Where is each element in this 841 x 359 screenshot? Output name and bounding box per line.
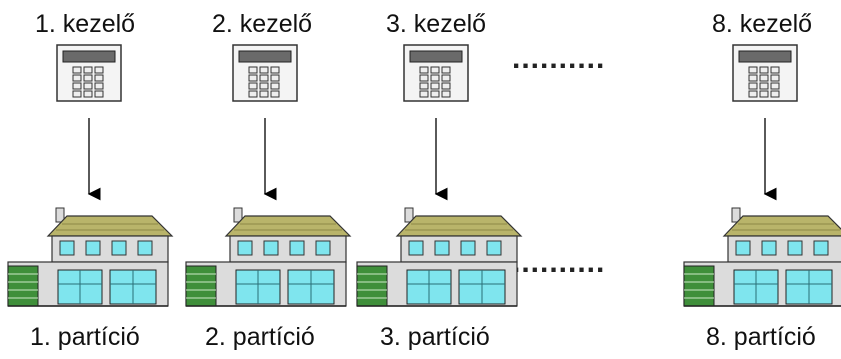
keypad-label-1: 1. kezelő xyxy=(35,10,136,38)
keypad-label-3: 3. kezelő xyxy=(386,10,487,38)
house-icon-1 xyxy=(7,207,173,307)
ellipsis-keypads: .......... xyxy=(512,42,606,75)
keypad-icon-3 xyxy=(403,44,469,102)
ellipsis-partitions: .......... xyxy=(512,246,606,279)
house-icon-2 xyxy=(185,207,351,307)
partition-label-2: 2. partíció xyxy=(205,323,315,351)
partition-label-3: 3. partíció xyxy=(380,323,490,351)
house-icon-8 xyxy=(683,207,841,307)
keypad-label-2: 2. kezelő xyxy=(212,10,313,38)
keypad-label-8: 8. kezelő xyxy=(712,10,813,38)
house-icon-3 xyxy=(356,207,522,307)
partition-label-8: 8. partíció xyxy=(706,323,816,351)
keypad-icon-1 xyxy=(56,44,122,102)
keypad-icon-8 xyxy=(732,44,798,102)
keypad-icon-2 xyxy=(232,44,298,102)
partition-label-1: 1. partíció xyxy=(30,323,140,351)
